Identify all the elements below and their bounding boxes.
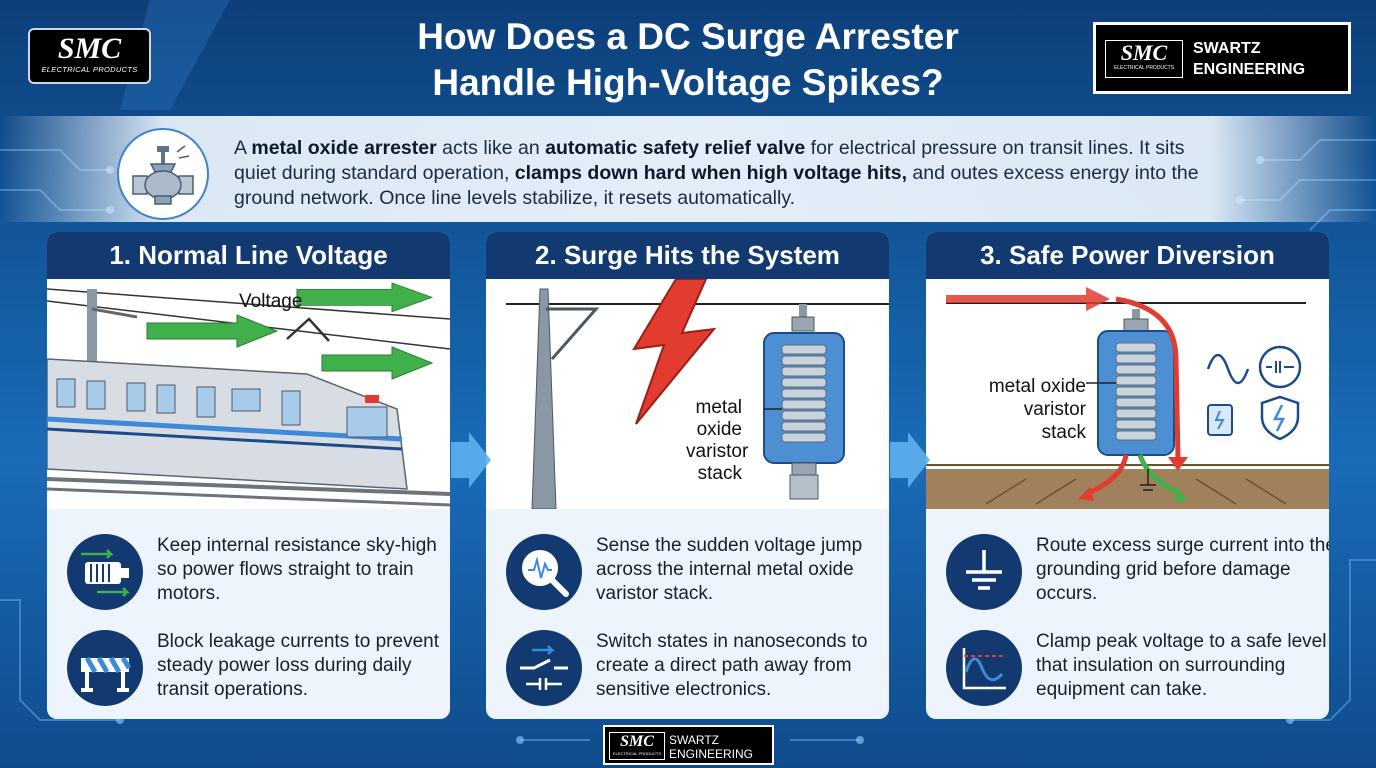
logo-mark-box: SMC ELECTRICAL PRODUCTS bbox=[609, 732, 665, 760]
status-icons bbox=[1206, 345, 1302, 441]
item-text: Route excess surge current into the grou… bbox=[1036, 535, 1329, 604]
varistor-label: metal oxide varistor stack bbox=[686, 397, 749, 485]
motor-icon bbox=[67, 534, 143, 610]
varistor-label: metal oxide varistor stack bbox=[970, 375, 1086, 444]
intro-text-part: and outes excess energy into the ground … bbox=[234, 162, 1199, 209]
magnifier-waveform-icon bbox=[506, 534, 582, 610]
panel-title: 2. Surge Hits the System bbox=[486, 232, 889, 279]
logo-mark: SMC bbox=[620, 733, 654, 750]
label-line: stack bbox=[697, 463, 742, 484]
diversion-scene bbox=[926, 279, 1329, 509]
panel-surge-hits-system: 2. Surge Hits the System metal oxide var… bbox=[486, 232, 889, 719]
intro-text-part: A bbox=[234, 137, 252, 159]
switch-icon bbox=[506, 630, 582, 706]
logo-subtitle: ELECTRICAL PRODUCTS bbox=[612, 751, 662, 756]
company-name: SWARTZ ENGINEERING bbox=[669, 733, 753, 761]
company-name: SWARTZ ENGINEERING bbox=[1193, 38, 1305, 80]
voltage-label: Voltage bbox=[239, 291, 303, 312]
varistor-stack-icon bbox=[1086, 309, 1175, 456]
varistor-stack-icon bbox=[763, 304, 845, 500]
title-line-2: Handle High-Voltage Spikes? bbox=[432, 62, 944, 103]
panel-title: 3. Safe Power Diversion bbox=[926, 232, 1329, 279]
panel-title: 1. Normal Line Voltage bbox=[47, 232, 450, 279]
next-step-arrow bbox=[890, 432, 930, 488]
item-text: Block leakage currents to prevent steady… bbox=[157, 631, 439, 700]
intro-text-part: acts like an bbox=[436, 137, 546, 159]
ground-icon bbox=[946, 534, 1022, 610]
logo-mark: SMC bbox=[57, 32, 122, 65]
item-text: Clamp peak voltage to a safe level that … bbox=[1036, 631, 1327, 700]
intro-bold-relief-valve: automatic safety relief valve bbox=[545, 137, 806, 159]
company-name-line-2: ENGINEERING bbox=[1193, 61, 1306, 78]
panel-safe-power-diversion: 3. Safe Power Diversion bbox=[926, 232, 1329, 719]
label-line: stack bbox=[1041, 422, 1086, 443]
valve-icon bbox=[117, 128, 209, 220]
smc-logo: SMC ELECTRICAL PRODUCTS bbox=[28, 28, 151, 84]
train-scene bbox=[47, 279, 450, 509]
panel-normal-line-voltage: 1. Normal Line Voltage Voltage bbox=[47, 232, 450, 719]
page-title: How Does a DC Surge Arrester Handle High… bbox=[300, 14, 1076, 106]
intro-bold-metal-oxide-arrester: metal oxide arrester bbox=[251, 137, 437, 159]
label-line: varistor bbox=[1023, 399, 1086, 420]
title-line-1: How Does a DC Surge Arrester bbox=[417, 16, 959, 57]
label-line: varistor bbox=[686, 441, 749, 462]
lightning-bolt-icon bbox=[632, 279, 717, 425]
logo-subtitle: ELECTRICAL PRODUCTS bbox=[41, 65, 138, 74]
swartz-engineering-logo: SMC ELECTRICAL PRODUCTS SWARTZ ENGINEERI… bbox=[1093, 22, 1351, 94]
logo-mark-box: SMC ELECTRICAL PRODUCTS bbox=[1105, 40, 1183, 78]
company-name-line-1: SWARTZ bbox=[1193, 40, 1261, 57]
intro-text-part: for electrical pressure on transit lines… bbox=[234, 137, 1185, 184]
logo-mark: SMC bbox=[1120, 40, 1168, 65]
next-step-arrow bbox=[451, 432, 491, 488]
company-name-line-1: SWARTZ bbox=[669, 733, 719, 747]
label-line: oxide bbox=[696, 419, 742, 440]
intro-band bbox=[0, 116, 1376, 222]
clamp-waveform-icon bbox=[946, 630, 1022, 706]
label-line: metal bbox=[695, 397, 742, 418]
barrier-icon bbox=[67, 630, 143, 706]
flow-arrows bbox=[146, 282, 434, 380]
company-name-line-2: ENGINEERING bbox=[669, 747, 754, 761]
intro-bold-clamps-down: clamps down hard when high voltage hits, bbox=[514, 162, 907, 184]
footer-logo: SMC ELECTRICAL PRODUCTS SWARTZ ENGINEERI… bbox=[603, 725, 774, 765]
label-line: metal oxide bbox=[988, 376, 1086, 397]
surge-scene bbox=[486, 279, 889, 509]
logo-subtitle: ELECTRICAL PRODUCTS bbox=[1113, 65, 1175, 71]
intro-text: A metal oxide arrester acts like an auto… bbox=[234, 136, 1224, 211]
item-text: Switch states in nanoseconds to create a… bbox=[596, 631, 868, 700]
item-text: Sense the sudden voltage jump across the… bbox=[596, 535, 863, 604]
item-text: Keep internal resistance sky-high so pow… bbox=[157, 535, 437, 604]
